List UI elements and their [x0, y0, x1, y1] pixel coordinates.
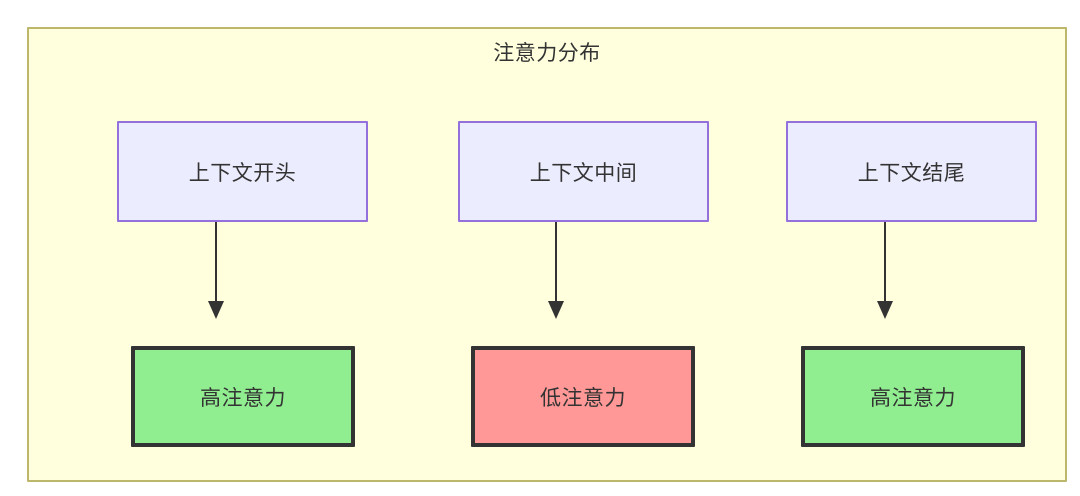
node-context-end-label: 上下文结尾: [857, 161, 966, 185]
node-context-start-label: 上下文开头: [188, 161, 297, 185]
node-high-attention-end-label: 高注意力: [870, 386, 956, 410]
attention-distribution-subgraph: 注意力分布 上下文开头 上下文中间 上下文结尾: [27, 27, 1067, 482]
node-context-end[interactable]: 上下文结尾: [786, 121, 1037, 222]
node-context-middle[interactable]: 上下文中间: [458, 121, 709, 222]
node-high-attention-start-label: 高注意力: [200, 386, 286, 410]
node-context-start[interactable]: 上下文开头: [117, 121, 368, 222]
subgraph-title: 注意力分布: [493, 42, 601, 65]
node-low-attention-middle[interactable]: 低注意力: [471, 346, 695, 447]
node-low-attention-middle-label: 低注意力: [540, 386, 626, 410]
node-context-middle-label: 上下文中间: [529, 161, 638, 185]
node-high-attention-start[interactable]: 高注意力: [131, 346, 355, 447]
node-high-attention-end[interactable]: 高注意力: [801, 346, 1025, 447]
